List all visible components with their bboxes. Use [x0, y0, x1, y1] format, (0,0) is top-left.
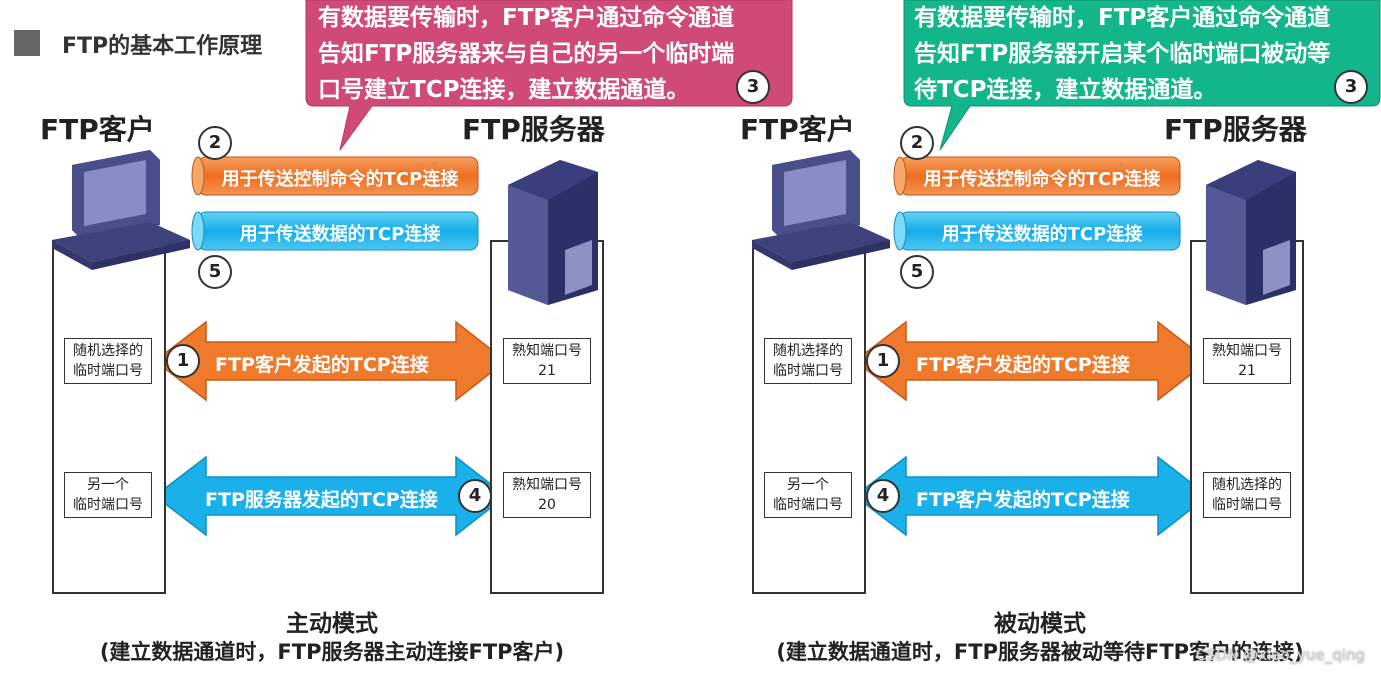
data-pipe-shape-2 — [893, 211, 1181, 251]
server-port-1-line-1: 熟知端口号 — [512, 343, 582, 359]
server-port-box-2-2: 随机选择的 临时端口号 — [1203, 472, 1291, 518]
client-port-box-1-2: 随机选择的 临时端口号 — [764, 338, 852, 384]
client-port-1-line-2: 临时端口号 — [73, 363, 143, 379]
client-port-1-line-1-2: 随机选择的 — [773, 343, 843, 359]
client-port-2-line-2-2: 临时端口号 — [773, 497, 843, 513]
control-pipe-shape-2 — [893, 156, 1181, 196]
mode-title-active: 主动模式 — [286, 611, 378, 637]
control-pipe-label-2: 用于传送控制命令的TCP连接 — [923, 169, 1161, 190]
step-1-badge: 1 — [166, 344, 200, 378]
client-port-2-line-1-2: 另一个 — [787, 477, 829, 493]
client-port-2-line-1: 另一个 — [87, 477, 129, 493]
data-pipe-label: 用于传送数据的TCP连接 — [239, 224, 441, 245]
server-label-2: FTP服务器 — [1164, 113, 1307, 146]
callout-pink — [305, 0, 793, 151]
server-port-2-line-2: 20 — [538, 497, 556, 513]
step-3-badge: 3 — [736, 70, 770, 104]
callout-line-2: 告知FTP服务器来与自己的另一个临时端 — [318, 41, 735, 67]
title-bullet — [14, 30, 40, 56]
control-pipe-label: 用于传送控制命令的TCP连接 — [221, 169, 459, 190]
step-5-badge-2: 5 — [900, 255, 934, 289]
callout-line-3: 口号建立TCP连接，建立数据通道。 — [318, 77, 690, 103]
callout-green-text: 有数据要传输时，FTP客户通过命令通道 告知FTP服务器开启某个临时端口被动等 … — [914, 0, 1376, 108]
client-label: FTP客户 — [40, 113, 155, 146]
callout-line-1: 有数据要传输时，FTP客户通过命令通道 — [318, 5, 735, 31]
server-column-2 — [1190, 240, 1304, 594]
arrow-1-label: FTP客户发起的TCP连接 — [215, 354, 429, 376]
watermark: CSDN @xiao_yue_qing — [1195, 646, 1365, 664]
client-port-box-2: 另一个 临时端口号 — [64, 472, 152, 518]
callout-2-line-1: 有数据要传输时，FTP客户通过命令通道 — [914, 5, 1331, 31]
step-5-badge: 5 — [198, 255, 232, 289]
server-port-box-1-2: 熟知端口号 21 — [1203, 338, 1291, 384]
server-label: FTP服务器 — [462, 113, 605, 146]
data-pipe-shape — [191, 211, 479, 251]
server-port-2-line-1: 熟知端口号 — [512, 477, 582, 493]
server-port-1-line-1-2: 熟知端口号 — [1212, 343, 1282, 359]
step-3-badge-2: 3 — [1334, 70, 1368, 104]
client-port-1-line-1: 随机选择的 — [73, 343, 143, 359]
server-port-box-1: 熟知端口号 21 — [503, 338, 591, 384]
step-2-badge: 2 — [198, 126, 232, 160]
arrow-4-label: FTP服务器发起的TCP连接 — [205, 489, 438, 511]
control-pipe-shape — [191, 156, 479, 196]
mode-sub-passive: (建立数据通道时，FTP服务器被动等待FTP客户的连接) — [776, 640, 1304, 664]
client-label-2: FTP客户 — [740, 113, 855, 146]
mode-sub-active: (建立数据通道时，FTP服务器主动连接FTP客户) — [99, 640, 565, 664]
arrow-1-label-2: FTP客户发起的TCP连接 — [916, 354, 1130, 376]
callout-2-line-2: 告知FTP服务器开启某个临时端口被动等 — [914, 41, 1331, 67]
data-pipe-label-2: 用于传送数据的TCP连接 — [941, 224, 1143, 245]
client-port-box-1: 随机选择的 临时端口号 — [64, 338, 152, 384]
server-port-box-2: 熟知端口号 20 — [503, 472, 591, 518]
server-port-1-line-2: 21 — [538, 363, 556, 379]
mode-title-passive: 被动模式 — [994, 611, 1086, 637]
server-column — [490, 240, 604, 594]
callout-pink-text: 有数据要传输时，FTP客户通过命令通道 告知FTP服务器来与自己的另一个临时端 … — [318, 0, 788, 108]
client-port-1-line-2-2: 临时端口号 — [773, 363, 843, 379]
server-port-1-line-2-2: 21 — [1238, 363, 1256, 379]
step-2-badge-2: 2 — [900, 126, 934, 160]
arrow-4-label-2: FTP客户发起的TCP连接 — [916, 489, 1130, 511]
client-column — [52, 240, 166, 594]
step-4-badge: 4 — [458, 479, 492, 513]
callout-2-line-3: 待TCP连接，建立数据通道。 — [914, 77, 1217, 103]
client-column-2 — [752, 240, 866, 594]
step-4-badge-2: 4 — [866, 479, 900, 513]
client-port-box-2-2: 另一个 临时端口号 — [764, 472, 852, 518]
callout-green — [903, 0, 1381, 151]
server-port-2-line-1-2: 随机选择的 — [1212, 477, 1282, 493]
page-title: FTP的基本工作原理 — [62, 34, 263, 59]
server-port-2-line-2-2: 临时端口号 — [1212, 497, 1282, 513]
client-port-2-line-2: 临时端口号 — [73, 497, 143, 513]
step-1-badge-2: 1 — [866, 344, 900, 378]
